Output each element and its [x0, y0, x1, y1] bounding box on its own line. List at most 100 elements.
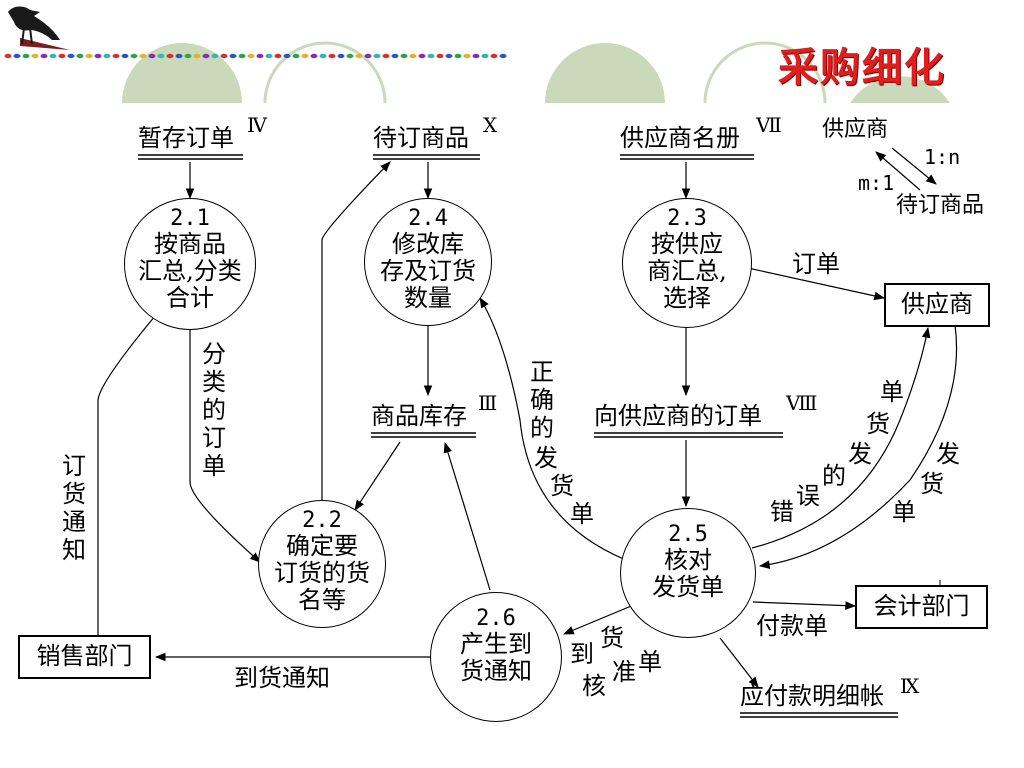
process-number: 2.3 [667, 206, 707, 231]
bead-dot [355, 53, 363, 59]
flow-supplier-p25 [758, 324, 958, 569]
process-2-1: 2.1 按商品 汇总,分类 合计 [124, 198, 256, 330]
process-label-line: 货通知 [460, 657, 532, 685]
process-number: 2.4 [408, 206, 448, 231]
store-inventory-roman: Ⅲ [478, 391, 498, 415]
bead-dot [175, 53, 183, 59]
bead-dot [319, 53, 327, 59]
entity-accounting: 会计部门 [855, 585, 988, 629]
flow-label-wrong-invoice-char: 发 [848, 440, 872, 468]
store-pending-goods: 待订商品 [373, 124, 469, 152]
flow-label-order-notice: 订货通知 [62, 452, 86, 564]
bead-dot [229, 53, 237, 59]
process-2-6: 2.6 产生到 货通知 [430, 592, 562, 722]
flow-label-invoice-char: 单 [892, 498, 916, 526]
bead-dot [445, 53, 453, 59]
process-label-line: 数量 [404, 284, 452, 312]
flow-label-correct-invoice-char: 货 [550, 472, 574, 500]
process-label-line: 商汇总, [647, 257, 727, 285]
process-label-line: 发货单 [652, 573, 724, 601]
process-number: 2.2 [302, 508, 342, 533]
process-label-line: 产生到 [460, 630, 532, 658]
bead-dot [94, 53, 102, 59]
store-inventory: 商品库存 [371, 402, 467, 430]
bead-dot [274, 53, 282, 59]
bead-dot [193, 53, 201, 59]
flow-label-approved-char: 准 [612, 658, 636, 686]
page-title: 采购细化 [778, 45, 946, 91]
bead-dot [166, 53, 174, 59]
flow-label-invoice-char: 发 [936, 440, 960, 468]
bead-dot [76, 53, 84, 59]
bead-dot [499, 53, 507, 59]
flow-label-wrong-invoice-char: 错 [770, 498, 794, 526]
flow-s3-p22 [354, 441, 401, 511]
bead-dot [148, 53, 156, 59]
flow-label-correct-invoice-char: 发 [534, 444, 558, 472]
flow-sales-p21 [97, 295, 173, 635]
flow-p23-supplier [747, 267, 886, 301]
bead-dot [337, 53, 345, 59]
flow-label-invoice-char: 货 [920, 470, 944, 498]
flow-label-wrong-invoice-char: 货 [866, 410, 890, 438]
bead-dot [202, 53, 210, 59]
flow-label-order: 订单 [792, 250, 840, 278]
store-supplier-orders: 向供应商的订单 [594, 402, 762, 430]
store-supplier-directory: 供应商名册 [620, 124, 740, 152]
bead-dot [247, 53, 255, 59]
bead-dot [436, 53, 444, 59]
bead-dot [103, 53, 111, 59]
bead-dot [301, 53, 309, 59]
flow-label-arrival-notice: 到货通知 [234, 664, 330, 692]
process-label-line: 存及订货 [380, 257, 476, 285]
flow-label-payment: 付款单 [756, 612, 828, 640]
bead-dot [31, 53, 39, 59]
bead-dot [67, 53, 75, 59]
flow-label-correct-invoice-char: 确 [530, 386, 554, 414]
process-label-line: 核对 [664, 546, 712, 574]
store-pending-goods-roman: Ⅹ [483, 113, 498, 137]
process-2-3: 2.3 按供应 商汇总, 选择 [622, 198, 752, 328]
process-label-line: 按商品 [154, 230, 226, 258]
flow-label-wrong-invoice-char: 单 [880, 378, 904, 406]
bead-dot [265, 53, 273, 59]
bead-dot [4, 53, 12, 59]
store-payables-ledger: 应付款明细帐 [740, 682, 884, 710]
bead-dot [238, 53, 246, 59]
bead-dot [22, 53, 30, 59]
store-supplier-orders-roman: Ⅷ [786, 391, 818, 415]
process-label-line: 确定要 [286, 532, 358, 560]
bead-dot [139, 53, 147, 59]
bead-dot [427, 53, 435, 59]
process-number: 2.6 [476, 606, 516, 631]
flow-arrows [97, 147, 958, 688]
bead-dot [472, 53, 480, 59]
process-label-line: 合计 [166, 284, 214, 312]
flow-p25-p26 [563, 603, 637, 635]
legend-bottom-label: 待订商品 [896, 193, 985, 218]
process-2-4: 2.4 修改库 存及订货 数量 [364, 198, 492, 326]
legend-ratio-top: 1:n [924, 145, 961, 169]
bead-dot [391, 53, 399, 59]
process-label-line: 按供应 [651, 230, 723, 258]
flow-label-correct-invoice-char: 的 [530, 414, 554, 442]
store-underlines [138, 154, 898, 718]
bead-dot [373, 53, 381, 59]
legend-ratio-bottom: m:1 [858, 171, 895, 195]
bead-dot [157, 53, 165, 59]
bead-dot [328, 53, 336, 59]
bead-dot [121, 53, 129, 59]
bead-dot [112, 53, 120, 59]
entity-supplier: 供应商 [884, 283, 990, 327]
flow-label-wrong-invoice-char: 的 [822, 462, 846, 490]
flow-label-correct-invoice-char: 单 [570, 500, 594, 528]
crow-icon [8, 6, 70, 50]
flow-label-approved-char: 到 [570, 640, 594, 668]
store-temp-orders-roman: Ⅳ [247, 113, 267, 137]
process-label-line: 名等 [298, 586, 346, 614]
dotted-beads-icon [4, 53, 507, 59]
bead-dot [211, 53, 219, 59]
flow-label-category-orders: 分类的订单 [202, 340, 226, 480]
flow-p25-s9 [719, 637, 759, 688]
bead-dot [220, 53, 228, 59]
